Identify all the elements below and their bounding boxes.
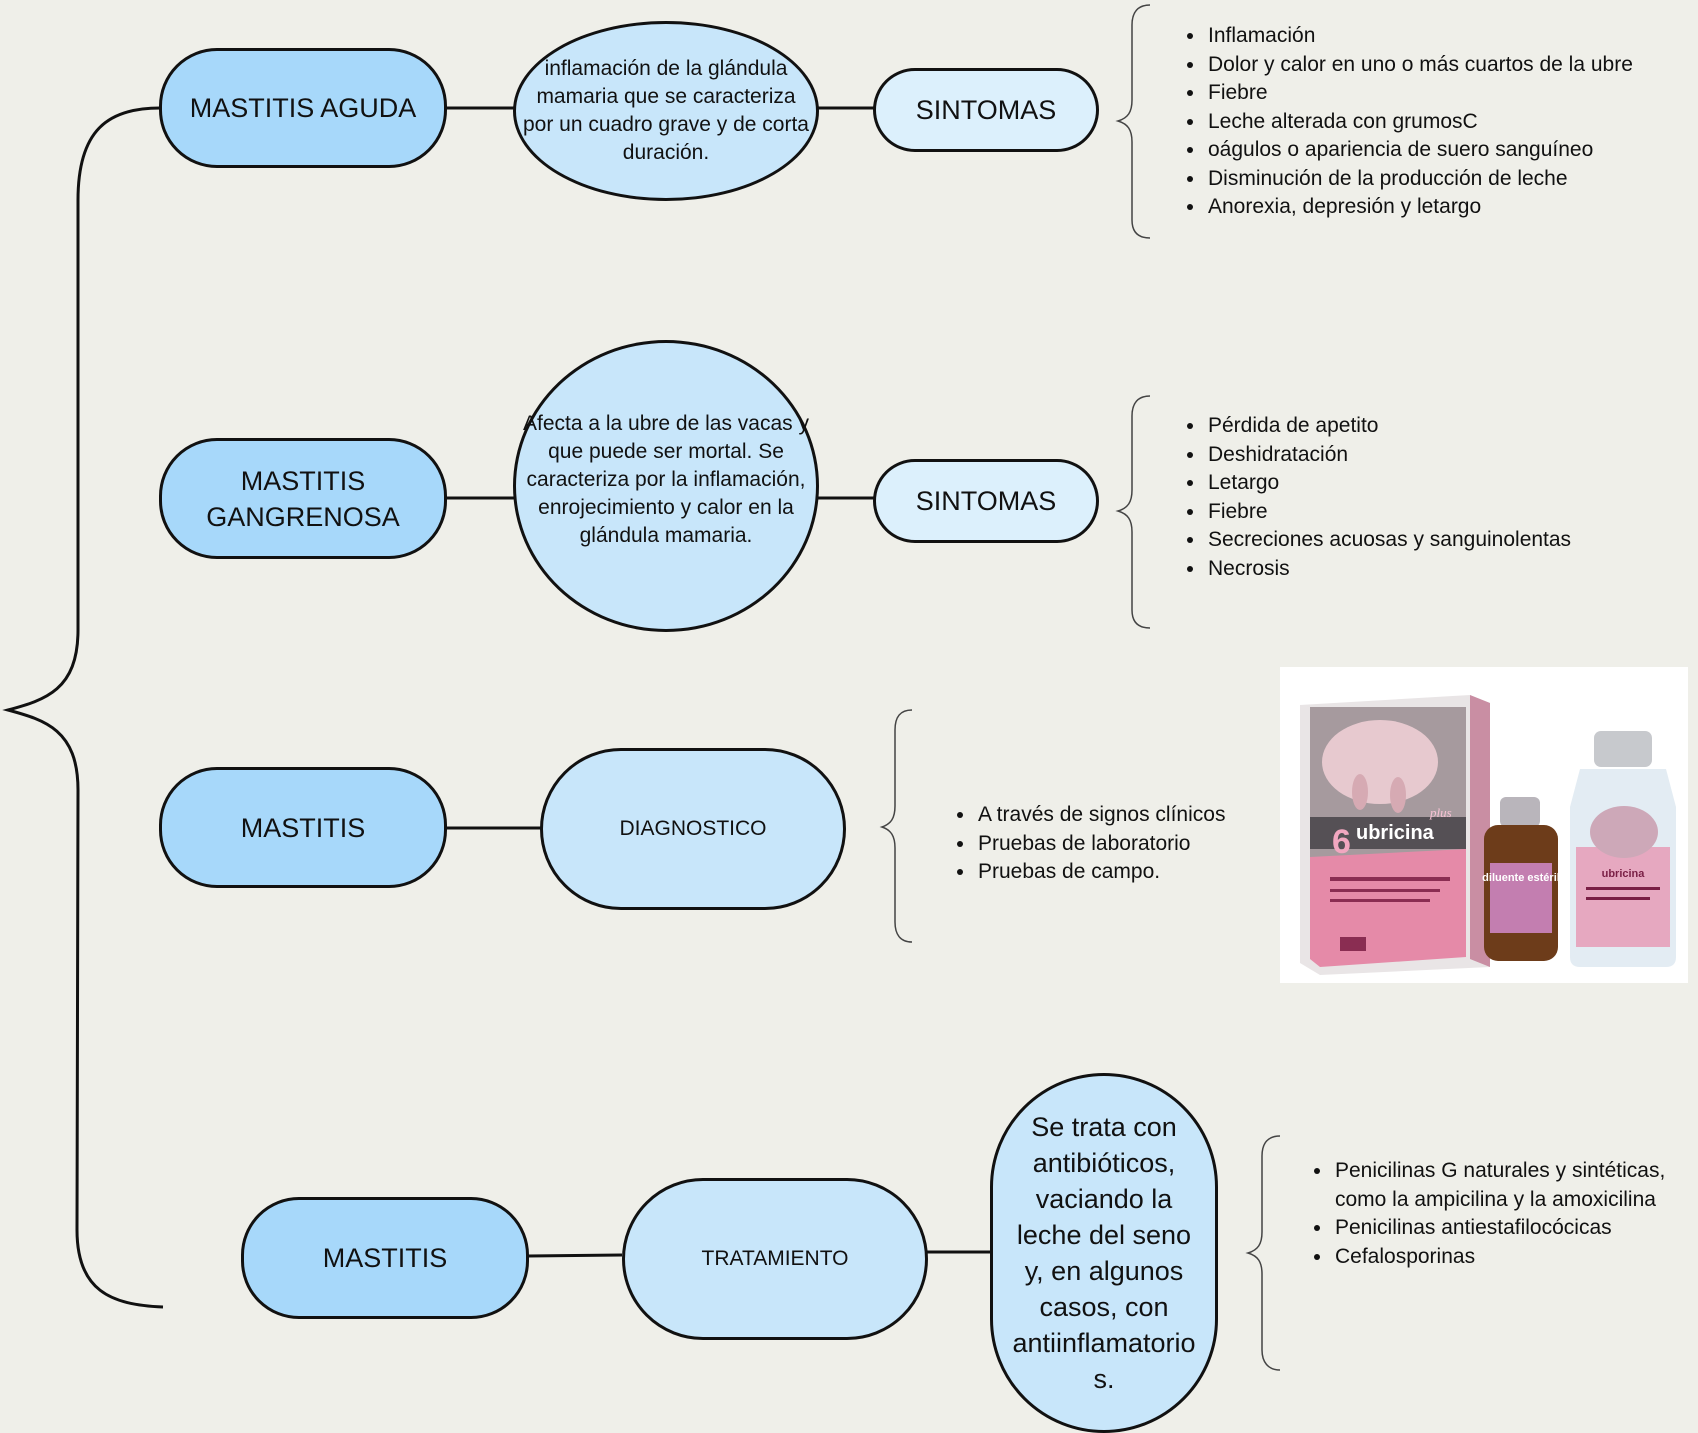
node-mastitis-aguda-label: MASTITIS AGUDA (189, 93, 417, 123)
node-mastitis-tratamiento: MASTITIS (241, 1197, 529, 1319)
definition-tratamiento-text: Se trata con antibióticos, vaciando la l… (1012, 1112, 1196, 1394)
definition-mastitis-aguda-text: inflamación de la glándula mamaria que s… (522, 57, 809, 164)
node-sintomas-2-label: SINTOMAS (915, 485, 1057, 516)
product-image: 6 ubricina plus diluente estéril ubricin… (1280, 667, 1688, 983)
product-box-label: ubricina (1356, 822, 1435, 844)
brace-tratamiento (1245, 1135, 1281, 1371)
list-item: Fiebre (1206, 498, 1571, 527)
node-sintomas-1: SINTOMAS (873, 68, 1099, 152)
node-mastitis-diagnostico: MASTITIS (159, 767, 447, 888)
symptoms-list-2: Pérdida de apetito Deshidratación Letarg… (1180, 412, 1571, 583)
list-item: Pérdida de apetito (1206, 412, 1571, 441)
node-mastitis-gangrenosa: MASTITIS GANGRENOSA (159, 438, 447, 559)
list-item: Cefalosporinas (1333, 1243, 1698, 1272)
list-item: Letargo (1206, 469, 1571, 498)
list-item: Necrosis (1206, 555, 1571, 584)
symptoms-list-1: Inflamación Dolor y calor en uno o más c… (1180, 22, 1633, 222)
diagnostico-list: A través de signos clínicos Pruebas de l… (950, 801, 1225, 887)
list-item: Anorexia, depresión y letargo (1206, 193, 1633, 222)
product-bottle-label: ubricina (1602, 868, 1646, 880)
node-mastitis-diagnostico-label: MASTITIS (240, 812, 366, 843)
main-brace (2, 106, 164, 1309)
node-mastitis-tratamiento-label: MASTITIS (322, 1243, 448, 1273)
list-item: Pruebas de campo. (976, 858, 1225, 887)
product-vial-label: diluente estéril (1482, 872, 1560, 884)
list-item: Penicilinas G naturales y sintéticas, co… (1333, 1157, 1698, 1214)
connector-4a (527, 1253, 623, 1258)
node-diagnostico-label: DIAGNOSTICO (619, 817, 767, 840)
product-box-number: 6 (1332, 823, 1351, 861)
node-diagnostico: DIAGNOSTICO (540, 748, 846, 910)
list-item: A través de signos clínicos (976, 801, 1225, 830)
node-sintomas-1-label: SINTOMAS (915, 94, 1057, 125)
brace-symptoms-1 (1115, 4, 1151, 239)
node-tratamiento-label: TRATAMIENTO (701, 1247, 849, 1270)
tratamiento-list: Penicilinas G naturales y sintéticas, co… (1307, 1157, 1698, 1271)
definition-mastitis-gangrenosa: Afecta a la ubre de las vacas y que pued… (513, 340, 819, 632)
node-mastitis-gangrenosa-label: MASTITIS GANGRENOSA (206, 465, 400, 532)
node-mastitis-aguda: MASTITIS AGUDA (159, 48, 447, 168)
list-item: Leche alterada con grumosC (1206, 108, 1633, 137)
product-box-plus: plus (1429, 805, 1452, 820)
list-item: Disminución de la producción de leche (1206, 165, 1633, 194)
list-item: Inflamación (1206, 22, 1633, 51)
brace-diagnostico (879, 709, 913, 943)
brace-symptoms-2 (1115, 395, 1151, 629)
node-sintomas-2: SINTOMAS (873, 459, 1099, 543)
list-item: oágulos o apariencia de suero sanguíneo (1206, 136, 1633, 165)
definition-tratamiento: Se trata con antibióticos, vaciando la l… (990, 1073, 1218, 1433)
definition-mastitis-aguda: inflamación de la glándula mamaria que s… (513, 21, 819, 201)
list-item: Dolor y calor en uno o más cuartos de la… (1206, 51, 1633, 80)
product-illustration: 6 ubricina plus diluente estéril ubricin… (1300, 695, 1676, 975)
list-item: Pruebas de laboratorio (976, 830, 1225, 859)
list-item: Penicilinas antiestafilocócicas (1333, 1214, 1698, 1243)
list-item: Secreciones acuosas y sanguinolentas (1206, 526, 1571, 555)
node-tratamiento: TRATAMIENTO (622, 1178, 928, 1340)
list-item: Deshidratación (1206, 441, 1571, 470)
definition-mastitis-gangrenosa-text: Afecta a la ubre de las vacas y que pued… (523, 412, 809, 547)
list-item: Fiebre (1206, 79, 1633, 108)
